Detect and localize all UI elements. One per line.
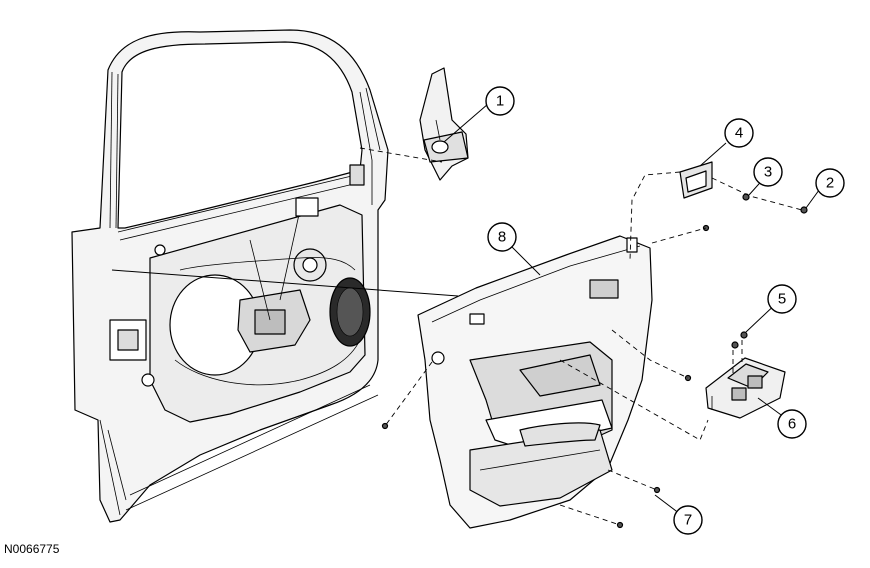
callout-2-label: 2 [826, 175, 834, 192]
callout-8: 8 [487, 222, 517, 252]
callout-5: 5 [767, 284, 797, 314]
callout-2: 2 [815, 168, 845, 198]
callout-4-label: 4 [735, 125, 743, 142]
door-latch-area [295, 164, 365, 217]
callout-3: 3 [753, 157, 783, 187]
callout-7-label: 7 [684, 512, 692, 529]
window-regulator [174, 209, 361, 386]
callout-8-label: 8 [498, 229, 506, 246]
callout-4: 4 [724, 118, 754, 148]
mirror-sail-panel [419, 67, 469, 181]
door-speaker [329, 277, 371, 347]
callout-7: 7 [673, 505, 703, 535]
door-shell [71, 29, 389, 523]
alignment-lines [359, 147, 803, 526]
door-trim-panel [417, 235, 653, 529]
callout-1: 1 [485, 86, 515, 116]
callout-5-label: 5 [778, 291, 786, 308]
callout-6-label: 6 [788, 416, 796, 433]
callout-1-label: 1 [496, 93, 504, 110]
fasteners [381, 193, 808, 529]
callout-3-label: 3 [764, 164, 772, 181]
switch-bezel-cover [679, 161, 713, 199]
callout-6: 6 [777, 409, 807, 439]
figure-id-label: N0066775 [4, 542, 60, 556]
